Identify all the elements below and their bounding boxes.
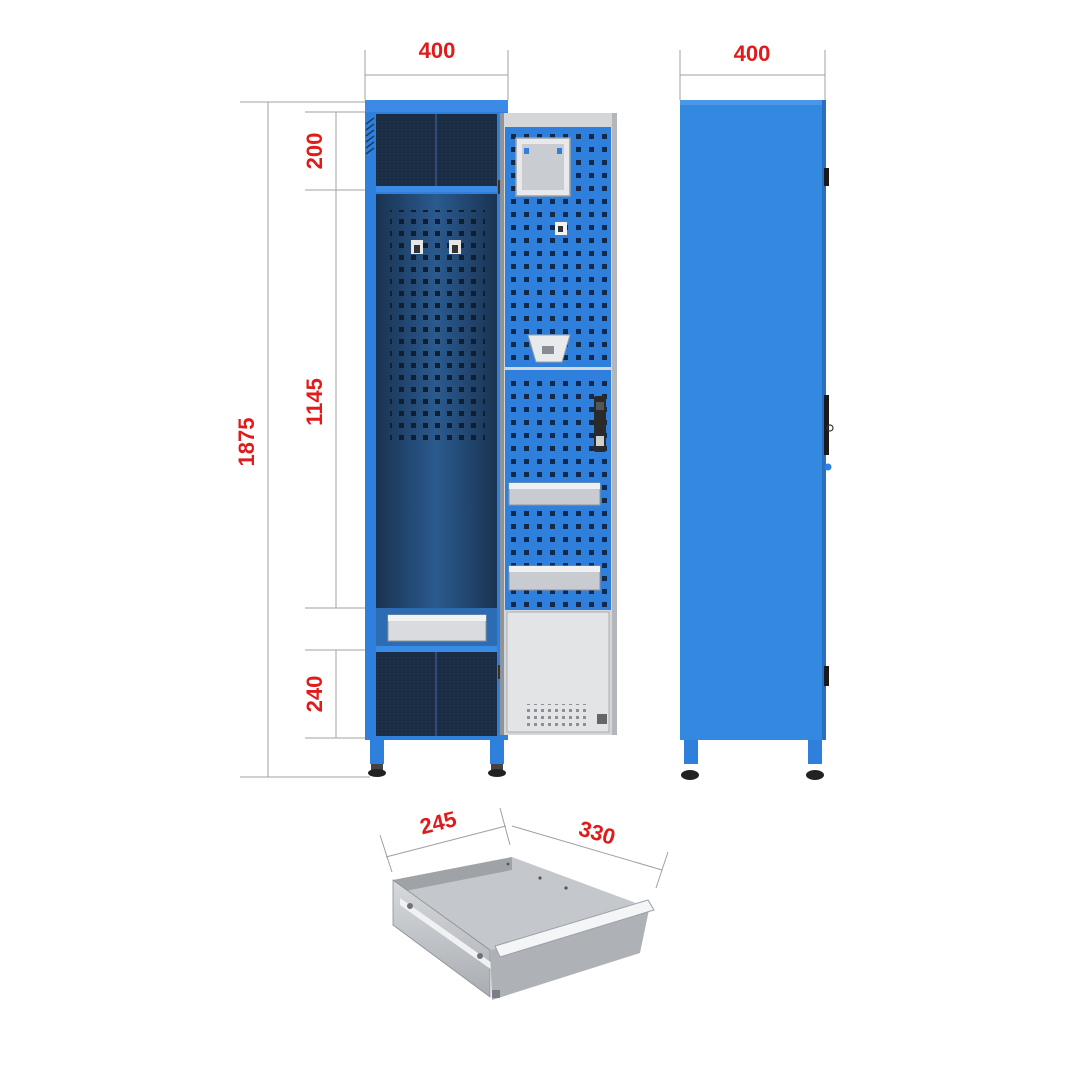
open-door-panel — [500, 113, 617, 735]
dimension-lines — [240, 50, 826, 889]
bottom-section-label: 240 — [302, 676, 327, 713]
side-width-label: 400 — [734, 41, 771, 66]
front-width-label: 400 — [419, 38, 456, 63]
total-height-label: 1875 — [234, 418, 259, 467]
drawer-depth-label: 330 — [576, 816, 618, 850]
top-section-label: 200 — [302, 133, 327, 170]
drawer-isometric — [392, 857, 655, 1000]
drawer-width-label: 245 — [417, 806, 459, 839]
cabinet-side-view — [680, 100, 834, 780]
open-cabinet-front-view — [365, 100, 508, 777]
middle-section-label: 1145 — [302, 378, 327, 426]
